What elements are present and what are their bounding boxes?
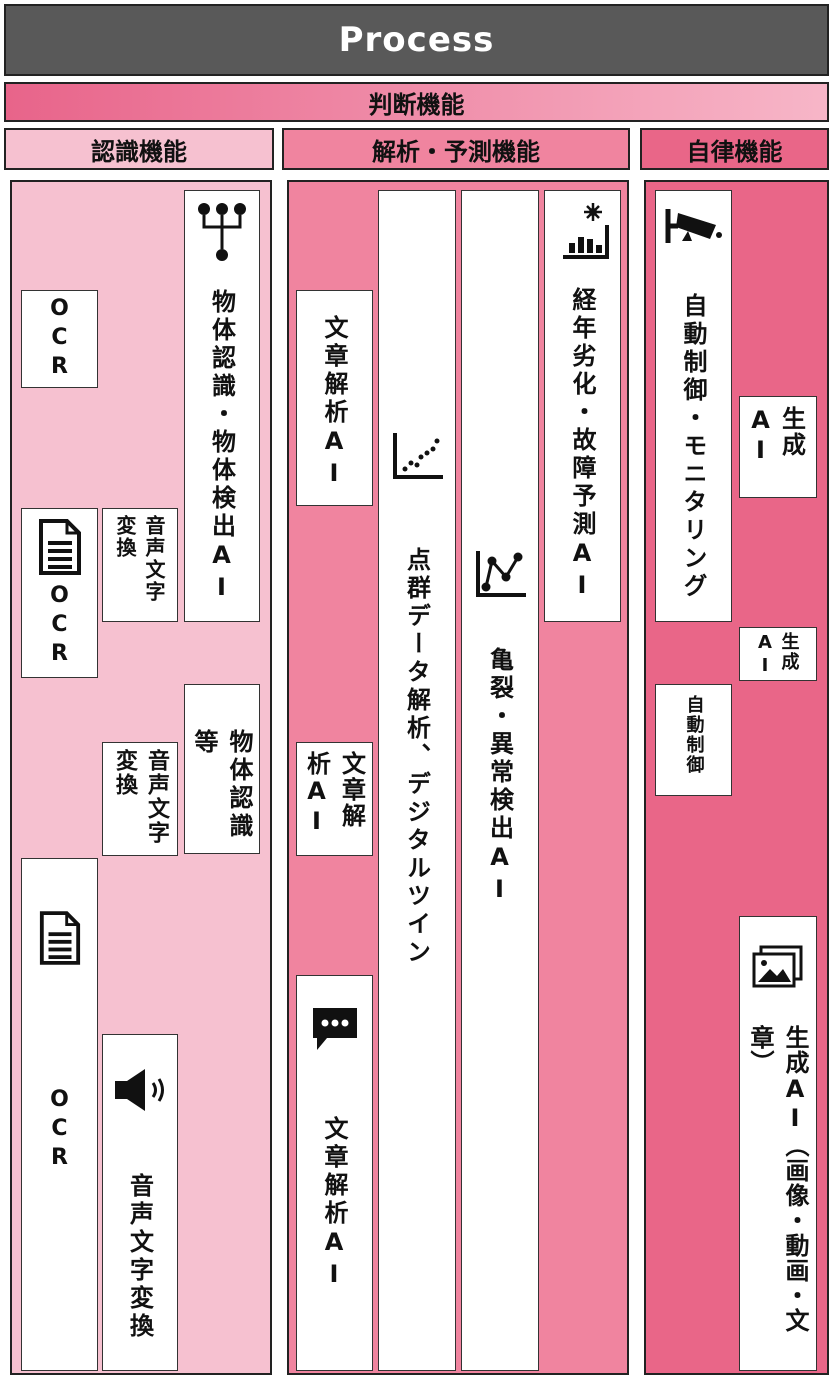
auto-control-monitoring-card: 自動制御・モニタリング — [655, 190, 732, 622]
text-analysis-b-label: 文章解析AI — [302, 751, 366, 837]
bar-chart-sun-icon — [562, 203, 609, 259]
gen-ai-card-a: 生成AI — [739, 396, 817, 498]
text-analysis-card-b: 文章解析AI — [296, 742, 373, 856]
speaker-icon — [115, 1069, 164, 1111]
gen-ai-media-label: 生成AI（画像・動画・文章） — [746, 1025, 809, 1333]
ocr-doc-card: OCR — [21, 508, 98, 678]
text-analysis-card-c: 文章解析AI — [296, 975, 373, 1371]
section-recognition-label: 認識機能 — [91, 137, 187, 166]
text-analysis-a-label: 文章解析AI — [320, 315, 348, 491]
network-hierarchy-icon — [198, 203, 246, 261]
scatter-plot-icon — [393, 433, 443, 479]
object-recognition-label: 物体認識・物体検出AI — [207, 289, 236, 605]
security-camera-icon — [665, 209, 722, 243]
text-analysis-c-label: 文章解析AI — [320, 1116, 348, 1292]
speech-to-text-card-b: 音声文字変換 — [102, 742, 178, 856]
chat-bubble-icon — [312, 1008, 357, 1050]
object-recognition-etc-label: 物体認識等 — [190, 729, 253, 841]
speech-to-text-card-a: 音声文字変換 — [102, 508, 178, 622]
gen-ai-b-label: 生成AI — [754, 632, 800, 678]
speech-to-text-b-label: 音声文字変換 — [112, 749, 169, 845]
speech-to-text-card-c: 音声文字変換 — [102, 1034, 178, 1371]
process-header: Process — [4, 4, 829, 76]
image-gallery-icon — [752, 945, 803, 988]
auto-control-label: 自動制御 — [683, 695, 705, 775]
section-analysis-label: 解析・予測機能 — [372, 137, 540, 166]
gen-ai-media-card: 生成AI（画像・動画・文章） — [739, 916, 817, 1371]
ocr-label: OCR — [47, 295, 72, 383]
ocr-card-bottom: OCR — [21, 858, 98, 1371]
pointcloud-card: 点群データ解析、デジタルツイン — [378, 190, 456, 1371]
section-analysis: 解析・予測機能 — [282, 128, 630, 170]
auto-control-card: 自動制御 — [655, 684, 732, 796]
section-autonomy: 自律機能 — [640, 128, 829, 170]
gen-ai-a-label: 生成AI — [746, 406, 806, 466]
speech-to-text-c-label: 音声文字変換 — [125, 1173, 154, 1341]
text-analysis-card-a: 文章解析AI — [296, 290, 373, 506]
aging-prediction-label: 経年劣化・故障予測AI — [568, 287, 596, 603]
judgment-label: 判断機能 — [368, 90, 465, 119]
process-title: Process — [338, 20, 495, 60]
section-recognition: 認識機能 — [4, 128, 274, 170]
ocr-card-top: OCR — [21, 290, 98, 388]
pointcloud-label: 点群データ解析、デジタルツイン — [402, 547, 431, 967]
line-chart-icon — [476, 551, 526, 597]
judgment-bar: 判断機能 — [4, 82, 829, 122]
auto-control-monitoring-label: 自動制御・モニタリング — [679, 293, 707, 601]
ocr-doc-label: OCR — [47, 583, 72, 670]
gen-ai-card-b: 生成AI — [739, 627, 817, 681]
section-autonomy-label: 自律機能 — [686, 137, 783, 166]
crack-detection-label: 亀裂・異常検出AI — [485, 647, 514, 907]
aging-prediction-card: 経年劣化・故障予測AI — [544, 190, 621, 622]
crack-detection-card: 亀裂・異常検出AI — [461, 190, 539, 1371]
object-recognition-etc-card: 物体認識等 — [184, 684, 260, 854]
speech-to-text-a-label: 音声文字変換 — [113, 515, 166, 603]
ocr-bottom-label: OCR — [47, 1087, 72, 1174]
document-icon — [38, 519, 81, 575]
object-recognition-card: 物体認識・物体検出AI — [184, 190, 260, 622]
document-icon — [39, 911, 80, 965]
